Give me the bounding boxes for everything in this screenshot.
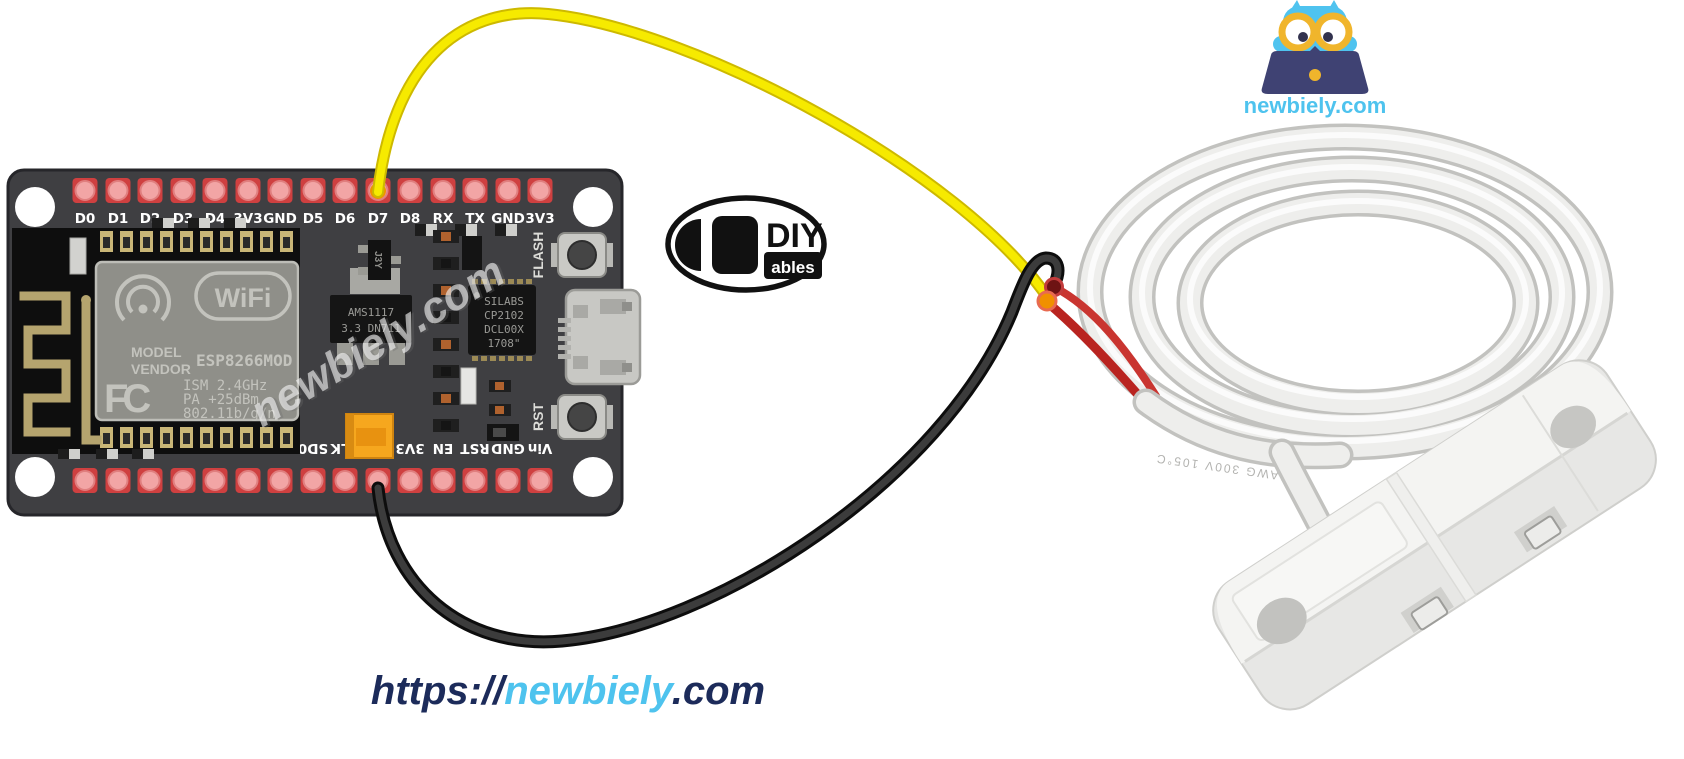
pin: RST (460, 440, 490, 493)
svg-text:3V3: 3V3 (525, 211, 554, 227)
pin: 3V3 (525, 178, 555, 227)
fcc-logo: FC (104, 377, 150, 421)
pin: D1 (105, 178, 131, 227)
top-pin-row: D0 D1 D2 D3 D4 3V3 GND D5 D6 D7 D8 RX TX… (72, 178, 555, 227)
svg-text:WiFi: WiFi (215, 283, 272, 313)
sensor-ridge (1385, 471, 1478, 603)
pin: RX (430, 178, 456, 227)
micro-usb-port[interactable] (558, 288, 642, 386)
sensor-mount-hole-right (1550, 405, 1597, 449)
pin: D0 (72, 178, 98, 227)
usb-uart-chip: SILABS CP2102 DCL00X 1708" (468, 279, 536, 361)
svg-text:D7: D7 (368, 211, 389, 227)
wire-yellow-d7 (370, 7, 1054, 304)
module-brand-line2: VENDOR (131, 361, 191, 377)
door-sensor (1212, 359, 1657, 711)
wifi-logo: WiFi (194, 271, 292, 321)
flash-button[interactable]: FLASH (530, 232, 613, 279)
mounting-holes (15, 187, 613, 497)
wifi-spiral-icon (115, 274, 171, 322)
module-spec-1: ISM 2.4GHz (183, 378, 267, 394)
pin: D2 (137, 178, 163, 227)
svg-text:D5: D5 (303, 211, 324, 227)
site-logo-text: newbiely.com (1244, 93, 1387, 118)
sensor-mount-hole-left (1256, 597, 1307, 645)
reset-button[interactable]: RST (530, 394, 613, 440)
reset-button-label: RST (530, 403, 546, 431)
owl-logo: newbiely.com (1244, 0, 1387, 118)
diyables-mark-disc (675, 219, 701, 271)
svg-text:TX: TX (465, 211, 485, 227)
usb-chip-label-1: SILABS (484, 295, 524, 308)
svg-text:Vin: Vin (528, 440, 552, 456)
pin: 3V3 (395, 440, 425, 493)
pin: EN (430, 440, 456, 493)
pin: GND (491, 440, 525, 493)
pin: D3 (170, 178, 196, 227)
svg-text:RX: RX (433, 211, 454, 227)
rf-shield: WiFi MODEL VENDOR ESP8266MOD FC ISM 2.4G… (94, 260, 300, 422)
pin: D6 (332, 178, 358, 227)
svg-text:D1: D1 (108, 211, 129, 227)
diyables-word-bottom: ables (771, 258, 814, 277)
sensor-lead-wires (1043, 283, 1160, 409)
svg-text:GND: GND (491, 440, 525, 456)
svg-text:3V3: 3V3 (395, 440, 424, 456)
flash-button-label: FLASH (530, 232, 546, 279)
pin: GND (263, 178, 297, 227)
regulator-label-2: 3.3 DN711 (341, 322, 401, 335)
module-spec-3: 802.11b/g/n (183, 406, 276, 422)
sensor-terminals (1400, 506, 1568, 634)
module-name: ESP8266MOD (196, 351, 292, 370)
usb-chip-label-3: DCL00X (484, 323, 524, 336)
svg-text:D0: D0 (75, 211, 96, 227)
smd-cap (69, 237, 87, 275)
svg-text:D6: D6 (335, 211, 356, 227)
regulator-label-1: AMS1117 (348, 306, 394, 319)
svg-text:D8: D8 (400, 211, 421, 227)
footer-url: https://newbiely.com (371, 669, 765, 713)
diyables-word-top: DIY (766, 217, 823, 255)
castellation-holes (103, 237, 290, 444)
pin: GND (491, 178, 525, 227)
module-brand-line1: MODEL (131, 344, 182, 360)
diyables-mark-square (712, 216, 758, 274)
antenna (19, 291, 102, 445)
pin: SD0 (298, 440, 328, 493)
usb-chip-label-4: 1708" (487, 337, 520, 350)
tantalum-capacitor (345, 413, 394, 459)
pin: D5 (300, 178, 326, 227)
pin: D8 (397, 178, 423, 227)
pin: TX (462, 178, 488, 227)
laptop-logo-dot (1309, 69, 1321, 81)
transistor-j3y: J3Y (358, 240, 401, 280)
voltage-regulator: AMS1117 3.3 DN711 (330, 295, 412, 365)
yellow-wire-tip (1036, 290, 1058, 312)
svg-text:GND: GND (263, 211, 297, 227)
svg-text:RST: RST (460, 440, 490, 456)
nodemcu-board: D0 D1 D2 D3 D4 3V3 GND D5 D6 D7 D8 RX TX… (6, 168, 642, 517)
antenna-feed (81, 295, 91, 305)
smd-components (58, 218, 519, 459)
transistor-label: J3Y (372, 251, 383, 269)
svg-text:SD0: SD0 (298, 440, 328, 456)
wire-black-gnd (371, 251, 1065, 649)
svg-text:EN: EN (433, 440, 454, 456)
pin: Vin (527, 440, 553, 493)
wire-junction (1036, 277, 1064, 312)
pin: D4 (202, 178, 228, 227)
svg-text:GND: GND (491, 211, 525, 227)
module-spec-2: PA +25dBm (183, 392, 259, 408)
usb-chip-label-2: CP2102 (484, 309, 524, 322)
esp12-module: WiFi MODEL VENDOR ESP8266MOD FC ISM 2.4G… (12, 228, 300, 454)
diyables-logo: DIY ables (665, 195, 827, 293)
